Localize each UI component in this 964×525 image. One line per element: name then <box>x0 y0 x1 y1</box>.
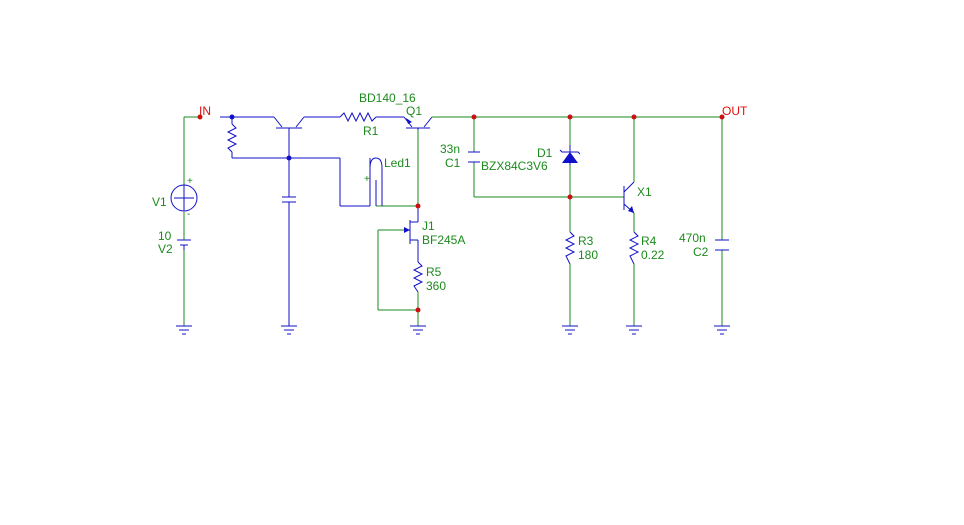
r1-resistor <box>339 111 404 123</box>
ground-icon <box>626 325 642 335</box>
r1-label: R1 <box>363 124 379 138</box>
v1-source <box>170 184 198 212</box>
v1-label: V1 <box>152 195 167 209</box>
c1-label: C1 <box>445 156 461 170</box>
ground-icon <box>410 325 426 335</box>
junction <box>567 114 573 120</box>
v1-plus-sign: + <box>187 176 193 187</box>
x1-label: X1 <box>637 185 652 199</box>
c2-capacitor <box>715 239 729 251</box>
r5-value: 360 <box>426 279 446 293</box>
junction <box>415 203 421 209</box>
junction <box>631 114 637 120</box>
c1-capacitor <box>468 151 480 163</box>
junction <box>229 114 235 120</box>
led1-label: Led1 <box>384 156 411 170</box>
q1-label: Q1 <box>406 104 422 118</box>
d1-value: BZX84C3V6 <box>481 159 548 173</box>
v2-value: 10 <box>158 229 172 243</box>
junction <box>197 114 203 120</box>
q1-value: BD140_16 <box>359 91 416 105</box>
ground-icon <box>562 325 578 335</box>
junction <box>471 114 477 120</box>
junction <box>719 114 725 120</box>
net-label-out: OUT <box>722 104 748 118</box>
transistor-lead <box>273 116 283 128</box>
emitter-arrow-icon <box>406 118 412 124</box>
input-network <box>220 116 383 326</box>
r3-value: 180 <box>578 248 598 262</box>
v2-label: V2 <box>158 242 173 256</box>
led-body <box>369 157 383 206</box>
ground-icon <box>176 325 192 335</box>
gate-arrow-icon <box>404 227 410 233</box>
x1-transistor <box>623 181 635 214</box>
q1-transistor <box>403 116 433 130</box>
r4-resistor <box>628 231 640 265</box>
c1-value: 33n <box>440 142 460 156</box>
emitter-arrow-icon <box>628 206 634 213</box>
junction <box>567 194 573 200</box>
c2-label: C2 <box>693 245 709 259</box>
r5-label: R5 <box>426 265 442 279</box>
bias-resistor <box>226 123 238 153</box>
led1-plus-sign: + <box>364 174 370 185</box>
v1-minus-sign: - <box>187 209 190 220</box>
j1-label: J1 <box>422 219 435 233</box>
ground-symbols <box>176 325 730 335</box>
r5-resistor <box>412 261 424 293</box>
v2-battery <box>177 239 191 250</box>
r3-resistor <box>564 231 576 265</box>
r3-label: R3 <box>578 234 594 248</box>
junction <box>286 155 292 161</box>
transistor-lead <box>295 116 305 128</box>
d1-zener <box>559 145 581 165</box>
junctions <box>197 114 725 313</box>
wires <box>183 116 723 326</box>
ground-icon <box>714 325 730 335</box>
r4-value: 0.22 <box>641 248 665 262</box>
j1-jfet <box>404 206 419 262</box>
net-label-in: IN <box>199 104 211 118</box>
ground-icon <box>281 325 297 335</box>
d1-label: D1 <box>537 146 553 160</box>
j1-value: BF245A <box>422 233 465 247</box>
r4-label: R4 <box>641 234 657 248</box>
junction <box>415 307 421 313</box>
c2-value: 470n <box>679 231 706 245</box>
